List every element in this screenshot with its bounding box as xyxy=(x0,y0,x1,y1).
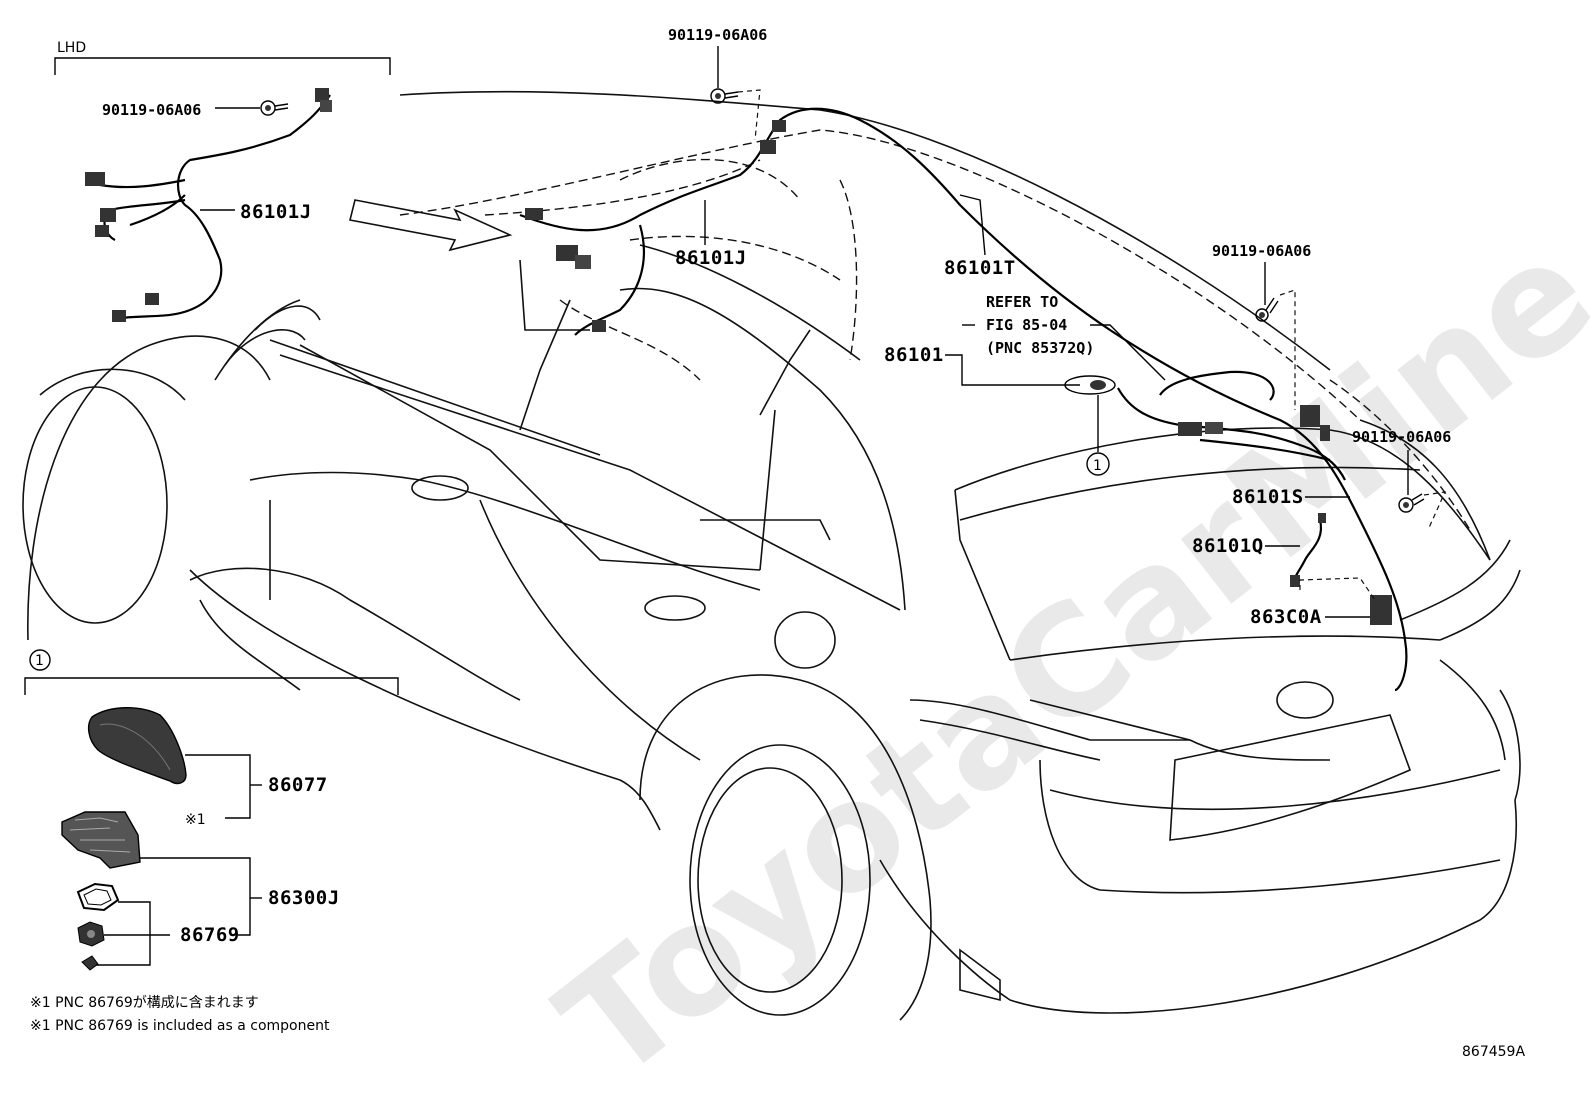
refer-note-line3: (PNC 85372Q) xyxy=(986,339,1094,357)
refer-note-line2: FIG 85-04 xyxy=(986,316,1067,334)
part-label-antenna-assy: 86300J xyxy=(268,887,340,909)
lhd-label: LHD xyxy=(57,40,86,56)
note-mark: ※1 xyxy=(185,812,206,828)
part-label-gasket-nut: 86769 xyxy=(180,924,240,946)
lhd-bracket xyxy=(54,57,391,75)
part-label-harness-roof: 86101T xyxy=(944,257,1016,279)
figure-id: 867459A xyxy=(1462,1044,1525,1060)
harness-routing xyxy=(519,107,1408,692)
part-label-harness-short: 86101Q xyxy=(1192,535,1264,557)
callout-number: 1 xyxy=(1093,458,1102,474)
part-label-bolt-right: 90119-06A06 xyxy=(1212,242,1311,260)
detail-ref-number: 1 xyxy=(35,653,44,669)
part-label-harness-main: 86101J xyxy=(675,247,747,269)
lhd-harness xyxy=(85,88,332,322)
footnote-jp: ※1 PNC 86769が構成に含まれます xyxy=(30,995,259,1011)
part-label-antenna-cord: 86101 xyxy=(884,344,944,366)
part-label-harness-lhd: 86101J xyxy=(240,201,312,223)
direction-arrow xyxy=(349,199,513,252)
part-label-amplifier: 863C0A xyxy=(1250,606,1322,628)
install-guides xyxy=(737,89,1446,601)
part-label-antenna-cover: 86077 xyxy=(268,774,328,796)
bolt-icons xyxy=(260,88,1425,513)
callout-circle xyxy=(1086,452,1110,476)
part-label-bolt-rear: 90119-06A06 xyxy=(1352,428,1451,446)
footnote-en: ※1 PNC 86769 is included as a component xyxy=(30,1018,330,1034)
antenna-cover-illustration xyxy=(87,707,187,785)
part-label-harness-rear: 86101S xyxy=(1232,486,1304,508)
watermark-text: ToyotaCarMine.ru xyxy=(529,59,1592,1099)
refer-note-line1: REFER TO xyxy=(986,293,1058,311)
detail-bracket xyxy=(24,649,399,695)
nut-illustration xyxy=(77,921,105,971)
antenna-assy-illustration xyxy=(61,811,141,869)
part-label-bolt-top: 90119-06A06 xyxy=(668,26,767,44)
gasket-illustration xyxy=(76,882,120,912)
leader-lines xyxy=(200,46,1409,618)
vehicle-body xyxy=(22,90,1521,1021)
part-label-bolt-lhd: 90119-06A06 xyxy=(102,101,201,119)
detail-leaders xyxy=(96,754,262,966)
